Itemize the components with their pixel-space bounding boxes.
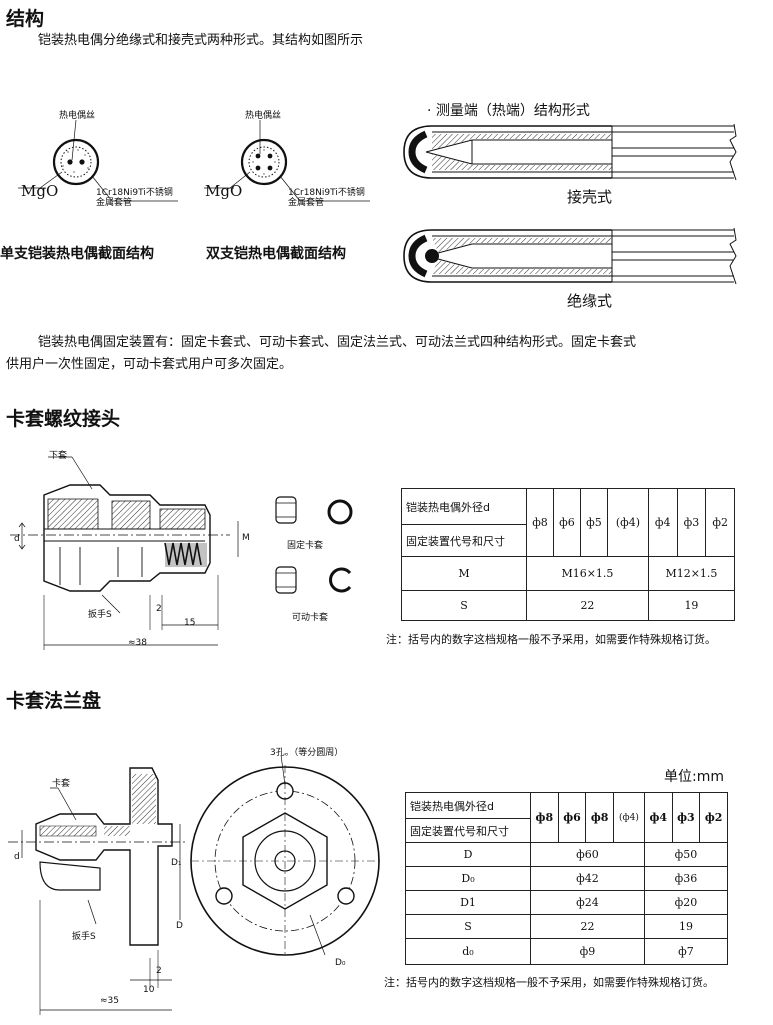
row-value-right: ф20 <box>643 890 729 915</box>
flange-wrench-label: 扳手S <box>72 932 96 942</box>
diameter-cell: ф2 <box>705 488 735 557</box>
section-heading-flange: 卡套法兰盘 <box>6 690 102 712</box>
row-name: D₀ <box>405 866 531 891</box>
sheath-label-double-2: 金属套管 <box>288 198 325 208</box>
flange-dim-2: 2 <box>156 966 162 976</box>
sheath-label-single-1: 1Cr18Ni9Ti不锈钢 <box>96 188 173 198</box>
mgo-label-single: MgO <box>21 182 59 200</box>
diameter-cell: ф2 <box>699 792 728 843</box>
flange-front-drawing <box>190 754 381 957</box>
diameter-cell: ф8 <box>526 488 554 557</box>
row-value-right: M12×1.5 <box>647 556 736 591</box>
diameter-cell: ф6 <box>552 488 581 557</box>
wrench-label: 扳手S <box>88 610 112 620</box>
insulated-caption: 绝缘式 <box>567 292 613 310</box>
flange-note: 注：括号内的数字这档规格一般不予采用，如需要作特殊规格订货。 <box>384 976 714 989</box>
table-header-diameter: 铠装热电偶外径d <box>405 792 531 819</box>
m-label: M <box>242 533 250 543</box>
holes-label: 3孔。（等分圆周） <box>270 748 344 758</box>
wire-label-double: 热电偶丝 <box>245 111 282 121</box>
single-core-section-diagram <box>18 119 178 202</box>
row-name: d₀ <box>405 938 531 965</box>
flange-d-label: d <box>14 852 20 862</box>
dim-38-label: ≈38 <box>128 638 147 648</box>
row-value-left: ф42 <box>530 866 645 891</box>
lower-sleeve-label: 下套 <box>49 451 68 461</box>
row-value-left: ф9 <box>530 938 645 965</box>
row-value-right: 19 <box>647 590 736 621</box>
ferrule-thread-note: 注：括号内的数字这档规格一般不予采用，如需要作特殊规格订货。 <box>386 633 716 646</box>
unit-label: 单位:mm <box>664 769 724 785</box>
double-core-section-diagram <box>204 120 370 202</box>
row-name: S <box>405 914 531 939</box>
row-name: S <box>401 590 527 621</box>
row-value-left: 22 <box>530 914 645 939</box>
table-header-code: 固定装置代号和尺寸 <box>401 524 527 557</box>
section-heading-ferrule-thread: 卡套螺纹接头 <box>6 408 121 430</box>
diameter-cell: ф3 <box>676 488 707 557</box>
diameter-cell: ф4 <box>647 488 678 557</box>
row-value-left: ф24 <box>530 890 645 915</box>
table-header-code: 固定装置代号和尺寸 <box>405 818 531 843</box>
ferrule-thread-table: 铠装热电偶外径d ф8 ф6 ф5 (ф4) ф4 ф3 ф2 固定装置代号和尺… <box>401 488 736 621</box>
section-heading-structure: 结构 <box>6 8 45 30</box>
diameter-cell: (ф4) <box>612 792 645 843</box>
row-name: D <box>405 842 531 867</box>
flange-table: 铠装热电偶外径d ф8 ф6 ф8 (ф4) ф4 ф3 ф2 固定装置代号和尺… <box>405 792 729 965</box>
flange-dim-35: ≈35 <box>100 996 119 1006</box>
mgo-label-double: MgO <box>205 182 243 200</box>
row-name: M <box>401 556 527 591</box>
dim-2-label: 2 <box>156 604 162 614</box>
row-value-right: ф7 <box>643 938 729 965</box>
grounded-tip-diagram <box>403 123 737 181</box>
row-value-left: ф60 <box>530 842 645 867</box>
diameter-cell: ф8 <box>530 792 559 843</box>
row-value-right: ф36 <box>643 866 729 891</box>
sheath-label-single-2: 金属套管 <box>96 198 133 208</box>
single-core-caption: 单支铠装热电偶截面结构 <box>0 246 154 262</box>
fixing-para-line1: 铠装热电偶固定装置有：固定卡套式、可动卡套式、固定法兰式、可动法兰式四种结构形式… <box>38 335 637 350</box>
diameter-cell: ф3 <box>671 792 701 843</box>
row-value-right: 19 <box>643 914 729 939</box>
row-value-right: ф50 <box>643 842 729 867</box>
flange-dim-10: 10 <box>143 985 155 995</box>
insulated-tip-diagram <box>403 227 737 285</box>
diameter-cell: ф6 <box>557 792 587 843</box>
diameter-cell: (ф4) <box>606 488 649 557</box>
ferrule-thread-drawing <box>10 456 353 650</box>
movable-ferrule-label: 可动卡套 <box>292 613 329 623</box>
diameter-cell: ф4 <box>643 792 673 843</box>
fixing-para-line2: 供用户一次性固定，可动卡套式用户可多次固定。 <box>6 357 293 372</box>
row-value-left: M16×1.5 <box>526 556 649 591</box>
diameter-cell: ф8 <box>585 792 614 843</box>
dim-15-label: 15 <box>184 618 196 628</box>
diameter-cell: ф5 <box>579 488 608 557</box>
ferrule-label: 卡套 <box>52 779 71 789</box>
measure-end-title: · 测量端（热端）结构形式 <box>427 103 590 119</box>
sheath-label-double-1: 1Cr18Ni9Ti不锈钢 <box>288 188 365 198</box>
flange-D-label: D <box>176 921 183 931</box>
row-value-left: 22 <box>526 590 649 621</box>
double-core-caption: 双支铠热电偶截面结构 <box>206 246 346 262</box>
d-label: d <box>14 534 20 544</box>
wire-label-single: 热电偶丝 <box>59 111 96 121</box>
flange-side-drawing <box>8 767 188 1015</box>
fixed-ferrule-label: 固定卡套 <box>287 541 324 551</box>
flange-D0-label: D₀ <box>335 958 346 968</box>
flange-d1-label: D₁ <box>171 858 182 868</box>
row-name: D1 <box>405 890 531 915</box>
table-header-diameter: 铠装热电偶外径d <box>401 488 527 525</box>
grounded-caption: 接壳式 <box>567 188 613 206</box>
structure-intro: 铠装热电偶分绝缘式和接壳式两种形式。其结构如图所示 <box>38 33 364 48</box>
